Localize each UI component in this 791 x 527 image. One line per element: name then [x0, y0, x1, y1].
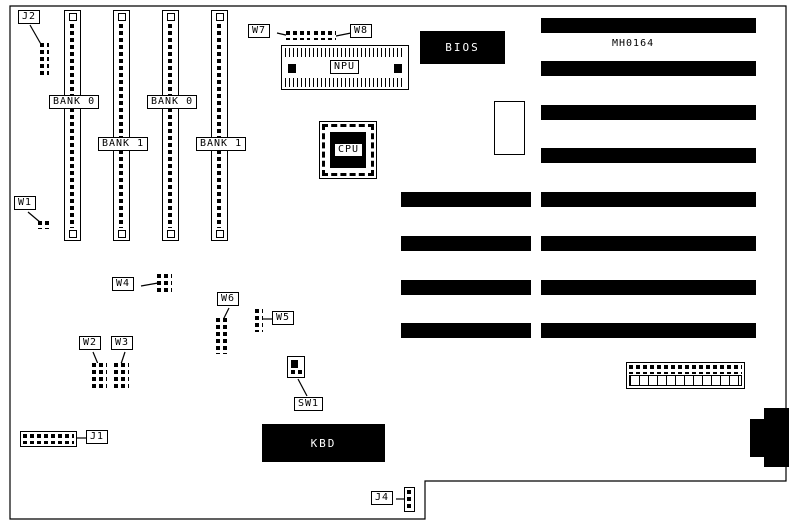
label-j1: J1: [86, 430, 109, 444]
npu-socket: NPU: [281, 45, 409, 90]
label-w8: W8: [350, 24, 373, 38]
expansion-slot-1: [541, 18, 756, 33]
label-sw1: SW1: [294, 397, 324, 411]
label-w4: W4: [112, 277, 135, 291]
part-number: MH0164: [612, 38, 655, 49]
w8-jumper-pins: [314, 31, 336, 40]
power-connector: [626, 362, 745, 389]
simm-end-cap: [69, 13, 77, 21]
label-w3: W3: [111, 336, 134, 350]
expansion-slot-5-ext: [401, 192, 531, 207]
simm-pin-column: [70, 24, 76, 228]
cpu-label: CPU: [334, 143, 364, 157]
simm-pin-column: [217, 24, 223, 228]
cpu-socket: CPU: [319, 121, 377, 179]
sw1-actuator: [291, 360, 298, 368]
expansion-slot-3: [541, 105, 756, 120]
label-j2: J2: [18, 10, 41, 24]
power-connector-pins: [629, 365, 742, 374]
expansion-slot-4: [541, 148, 756, 163]
j1-connector: [20, 431, 77, 447]
npu-key-mark: [394, 64, 402, 73]
simm-end-cap: [118, 13, 126, 21]
label-j4: J4: [371, 491, 394, 505]
expansion-slot-2: [541, 61, 756, 76]
bios-chip: BIOS: [420, 31, 505, 64]
expansion-slot-7-ext: [401, 280, 531, 295]
simm-slot-1: [64, 10, 81, 241]
keyboard-din-connector-tab: [750, 419, 766, 457]
simm-end-cap: [216, 230, 224, 238]
ic-outline: [494, 101, 525, 155]
j4-pins: [407, 490, 412, 509]
j1-pins: [23, 434, 74, 444]
label-w5: W5: [272, 311, 295, 325]
npu-key-mark: [288, 64, 296, 73]
npu-label: NPU: [330, 60, 360, 74]
expansion-slot-8: [541, 323, 756, 338]
simm-slot-4: [211, 10, 228, 241]
simm-slot-2: [113, 10, 130, 241]
label-bank0-a: BANK 0: [49, 95, 100, 109]
cpu-pin-ring: [322, 124, 374, 176]
simm-pin-column: [168, 24, 174, 228]
npu-pin-row: [285, 78, 405, 87]
simm-end-cap: [167, 13, 175, 21]
w3-jumper-pins: [114, 363, 129, 391]
simm-end-cap: [118, 230, 126, 238]
simm-end-cap: [69, 230, 77, 238]
simm-pin-column: [119, 24, 125, 228]
expansion-slot-8-ext: [401, 323, 531, 338]
label-bank1-b: BANK 1: [196, 137, 247, 151]
label-bank1-a: BANK 1: [98, 137, 149, 151]
w2-jumper-pins: [92, 363, 107, 391]
power-connector-cells: [629, 375, 742, 386]
label-w1: W1: [14, 196, 37, 210]
label-bank0-b: BANK 0: [147, 95, 198, 109]
w6-jumper-pins: [216, 318, 230, 354]
label-w6: W6: [217, 292, 240, 306]
expansion-slot-5: [541, 192, 756, 207]
simm-slot-3: [162, 10, 179, 241]
simm-end-cap: [216, 13, 224, 21]
expansion-slot-6-ext: [401, 236, 531, 251]
npu-pin-row: [285, 48, 405, 57]
w4-jumper-pins: [157, 274, 172, 294]
j4-connector: [404, 487, 415, 512]
sw1-switch: [287, 356, 305, 378]
w1-jumper-pins: [38, 221, 51, 229]
kbd-chip: KBD: [262, 424, 385, 462]
sw1-contacts: [291, 370, 303, 376]
simm-end-cap: [167, 230, 175, 238]
keyboard-din-connector: [764, 408, 789, 467]
expansion-slot-6: [541, 236, 756, 251]
j2-jumper-pins: [40, 43, 49, 76]
label-w2: W2: [79, 336, 102, 350]
expansion-slot-7: [541, 280, 756, 295]
label-w7: W7: [248, 24, 271, 38]
w5-jumper-pins: [255, 309, 263, 332]
w7-jumper-pins: [286, 31, 310, 40]
